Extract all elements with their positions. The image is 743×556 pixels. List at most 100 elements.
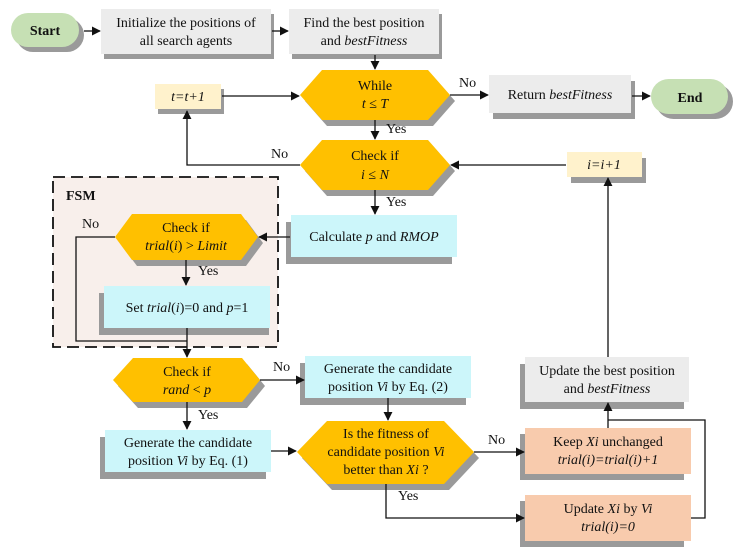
gen-eq2-line2: position Vi by Eq. (2) bbox=[328, 380, 448, 395]
tspan: )=0 and bbox=[180, 301, 227, 316]
tspan: ) > bbox=[178, 239, 198, 254]
i-increment-process: i=i+1 bbox=[567, 152, 646, 183]
label-while-yes: Yes bbox=[386, 122, 406, 137]
keep-x-line2: trial(i)=trial(i)+1 bbox=[558, 453, 659, 468]
gen-eq2-line1: Generate the candidate bbox=[324, 362, 452, 377]
tspan: and bbox=[373, 230, 400, 245]
label-while-no: No bbox=[459, 76, 476, 91]
fitness-line3: better than Xi ? bbox=[343, 463, 428, 478]
tspan: by Eq. (2) bbox=[388, 380, 448, 395]
tspan: i bbox=[174, 239, 178, 254]
tspan: candidate position bbox=[327, 445, 433, 460]
tspan: trial bbox=[147, 301, 171, 316]
check-rand-decision: Check if rand < p bbox=[113, 358, 265, 408]
find-best-line2: and bestFitness bbox=[321, 34, 408, 49]
tspan: ? bbox=[419, 463, 429, 478]
find-best-line1: Find the best position bbox=[304, 16, 425, 31]
label-fitness-yes: Yes bbox=[398, 489, 418, 504]
fsm-title: FSM bbox=[66, 189, 96, 204]
update-best-line1: Update the best position bbox=[539, 364, 675, 379]
edge-checki-tinc bbox=[182, 110, 300, 166]
check-i-line1: Check if bbox=[351, 149, 399, 164]
fitness-line1: Is the fitness of bbox=[343, 427, 429, 442]
tspan: and bbox=[564, 382, 588, 397]
check-rand-line1: Check if bbox=[163, 365, 211, 380]
tspan: Vi bbox=[433, 445, 445, 460]
calc-p-process: Calculate p and RMOP bbox=[286, 215, 457, 264]
tspan: =1 bbox=[233, 301, 248, 316]
find-best-and: and bbox=[321, 34, 345, 49]
update-x-process: Update Xi by Vi trial(i)=0 bbox=[520, 495, 691, 547]
while-decision: While t ≤ T bbox=[300, 70, 455, 126]
check-i-line2: i ≤ N bbox=[361, 168, 390, 183]
end-label: End bbox=[678, 91, 703, 106]
tspan: Vi bbox=[641, 502, 653, 517]
start-terminal: Start bbox=[11, 13, 84, 52]
t-increment-label: t=t+1 bbox=[171, 90, 205, 105]
check-trial-decision: Check if trial(i) > Limit bbox=[115, 214, 263, 266]
tspan: i bbox=[176, 301, 180, 316]
edge-labels: No Yes No Yes No Yes No Yes No Yes bbox=[82, 76, 505, 504]
set-trial-process: Set trial(i)=0 and p=1 bbox=[99, 286, 270, 335]
tspan: ( bbox=[169, 239, 174, 254]
find-best-process: Find the best position and bestFitness bbox=[289, 9, 442, 59]
gen-eq2-process: Generate the candidate position Vi by Eq… bbox=[300, 356, 471, 405]
tspan: position bbox=[128, 454, 177, 469]
label-checki-no: No bbox=[271, 147, 288, 162]
find-best-italic: bestFitness bbox=[344, 34, 408, 49]
init-line1: Initialize the positions of bbox=[116, 16, 256, 31]
gen-eq1-process: Generate the candidate position Vi by Eq… bbox=[100, 430, 271, 479]
label-trial-yes: Yes bbox=[198, 264, 218, 279]
check-trial-line2: trial(i) > Limit bbox=[145, 239, 228, 254]
edge-update-best bbox=[608, 419, 706, 519]
tspan: Xi bbox=[607, 502, 621, 517]
update-x-line2: trial(i)=0 bbox=[581, 520, 635, 535]
tspan: by bbox=[620, 502, 641, 517]
label-checki-yes: Yes bbox=[386, 195, 406, 210]
tspan: Calculate bbox=[309, 230, 365, 245]
edge-trial-no bbox=[75, 236, 187, 342]
tspan: by Eq. (1) bbox=[188, 454, 248, 469]
end-terminal: End bbox=[651, 79, 733, 119]
tspan: p bbox=[365, 230, 373, 245]
tspan: RMOP bbox=[399, 230, 439, 245]
set-trial-label: Set trial(i)=0 and p=1 bbox=[126, 301, 249, 316]
tspan: Set bbox=[126, 301, 147, 316]
tspan: Xi bbox=[585, 435, 599, 450]
tspan: Limit bbox=[196, 239, 228, 254]
label-fitness-no: No bbox=[488, 433, 505, 448]
init-process: Initialize the positions of all search a… bbox=[101, 9, 274, 59]
tspan: Xi bbox=[405, 463, 419, 478]
return-italic: bestFitness bbox=[549, 88, 613, 103]
tspan: Vi bbox=[377, 380, 389, 395]
tspan: trial bbox=[145, 239, 169, 254]
tspan: unchanged bbox=[599, 435, 663, 450]
tspan: p bbox=[203, 383, 211, 398]
while-line1: While bbox=[358, 79, 392, 94]
tspan: Update bbox=[564, 502, 608, 517]
while-line2: t ≤ T bbox=[362, 97, 390, 112]
tspan: < bbox=[189, 383, 204, 398]
tspan: bestFitness bbox=[587, 382, 651, 397]
connectors bbox=[75, 26, 706, 523]
calc-p-label: Calculate p and RMOP bbox=[309, 230, 439, 245]
tspan: position bbox=[328, 380, 377, 395]
check-trial-line1: Check if bbox=[162, 221, 210, 236]
label-trial-no: No bbox=[82, 217, 99, 232]
edge-fitness-update bbox=[385, 484, 525, 523]
gen-eq1-line1: Generate the candidate bbox=[124, 436, 252, 451]
gen-eq1-line2: position Vi by Eq. (1) bbox=[128, 454, 248, 469]
tspan: p bbox=[225, 301, 233, 316]
keep-x-process: Keep Xi unchanged trial(i)=trial(i)+1 bbox=[520, 428, 691, 480]
tspan: ( bbox=[171, 301, 176, 316]
t-increment-process: t=t+1 bbox=[155, 84, 224, 114]
start-label: Start bbox=[30, 24, 61, 39]
fitness-line2: candidate position Vi bbox=[327, 445, 444, 460]
tspan: Keep bbox=[553, 435, 586, 450]
update-best-line2: and bestFitness bbox=[564, 382, 651, 397]
check-rand-line2: rand < p bbox=[163, 383, 211, 398]
label-rand-no: No bbox=[273, 360, 290, 375]
tspan: rand bbox=[163, 383, 190, 398]
update-x-line1: Update Xi by Vi bbox=[564, 502, 653, 517]
